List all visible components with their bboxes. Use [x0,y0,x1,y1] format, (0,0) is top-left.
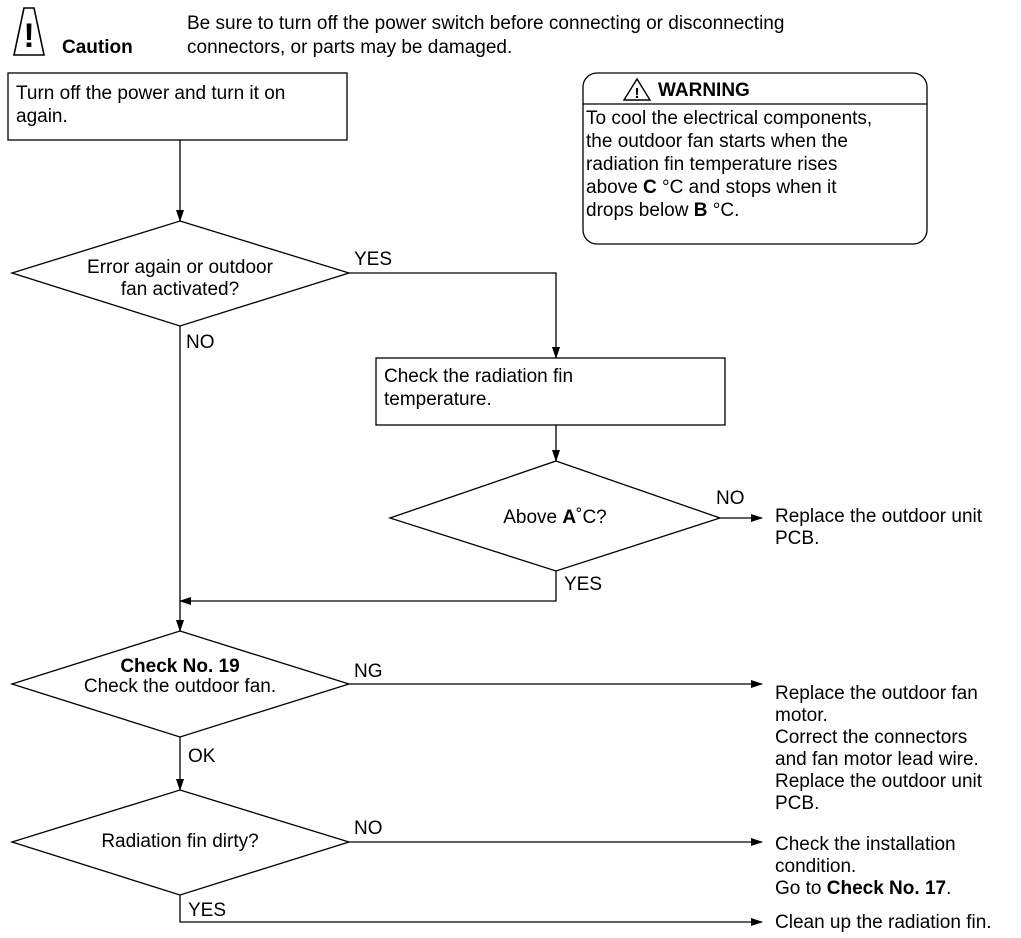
caution-icon-mark: ! [23,17,34,55]
power-text-2: again. [16,106,68,127]
line-yes-to-fin-temp [349,272,560,359]
warning-text-5: drops below B °C. [586,200,740,221]
fin-temp-text-1: Check the radiation fin [384,366,574,387]
line-fin-dirty-yes [179,895,763,926]
warning-text-2: the outdoor fan starts when the [586,131,848,152]
label-no-1: NO [186,332,215,353]
power-text-1: Turn off the power and turn it on [16,83,286,104]
warning-icon-mark: ! [635,85,640,102]
fin-temp-text-2: temperature. [384,389,492,410]
label-ok: OK [188,746,216,767]
caution-icon [13,7,45,56]
check19-title: Check No. 19 [120,656,240,677]
fin-dirty-text: Radiation fin dirty? [101,831,259,852]
label-ng: NG [354,661,383,682]
fin-temp-box [375,357,726,426]
label-yes-2: YES [564,574,603,595]
install-line3: Go to Check No. 17. [775,878,952,899]
warning-icon [622,77,652,101]
install-line2: condition. [775,856,857,877]
line-above-yes-back [179,571,557,605]
label-no-3: NO [354,818,383,839]
fan-fix-line4: and fan motor lead wire. [775,749,979,770]
label-yes-1: YES [354,249,393,270]
label-yes-3: YES [188,900,227,921]
error-text-1: Error again or outdoor [87,257,273,278]
clean-fin: Clean up the radiation fin. [775,912,992,933]
fan-fix-line1: Replace the outdoor fan [775,683,978,704]
above-temp-text: Above A˚C? [503,507,607,528]
fan-fix-line3: Correct the connectors [775,727,968,748]
fan-fix-line2: motor. [775,705,828,726]
check19-text: Check the outdoor fan. [83,676,277,697]
power-box [7,72,348,141]
warning-title: WARNING [658,80,750,101]
caution-text-1: Be sure to turn off the power switch bef… [187,13,785,34]
warning-text-3: radiation fin temperature rises [586,154,838,175]
warning-box [582,72,928,245]
caution-label: Caution [62,37,133,58]
error-text-2: fan activated? [120,279,240,300]
warning-text-1: To cool the electrical components, [586,108,873,129]
replace-pcb-1-line1: Replace the outdoor unit [775,506,983,527]
install-line1: Check the installation [775,834,956,855]
label-no-2: NO [716,488,745,509]
caution-text-2: connectors, or parts may be damaged. [187,37,513,58]
fan-fix-line5: Replace the outdoor unit [775,771,983,792]
replace-pcb-1-line2: PCB. [775,528,820,549]
fan-fix-line6: PCB. [775,793,820,814]
warning-text-4: above C °C and stops when it [586,177,837,198]
